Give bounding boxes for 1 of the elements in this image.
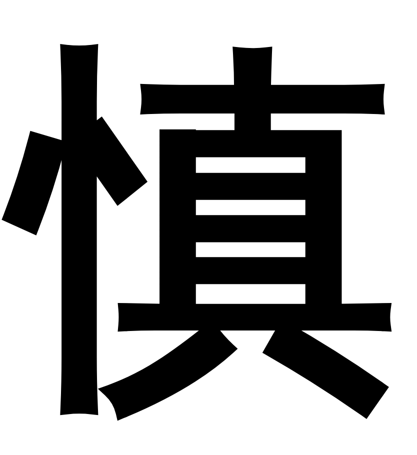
calligraphy-character: 慎: [0, 10, 417, 440]
